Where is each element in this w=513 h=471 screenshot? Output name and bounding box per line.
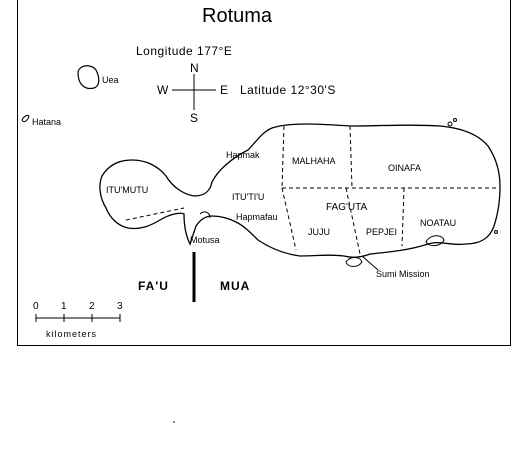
district-boundaries	[125, 125, 498, 255]
district-noatau: NOATAU	[420, 218, 457, 228]
place-hapmafau: Hapmafau	[236, 212, 278, 222]
district-itumutu: ITU'MUTU	[106, 185, 149, 195]
scale-bar	[35, 314, 121, 322]
scale-tick-2: 2	[89, 301, 95, 312]
scale-tick-1: 1	[61, 301, 67, 312]
place-sumi-mission: Sumi Mission	[376, 269, 430, 279]
hatana-islet	[21, 114, 30, 123]
region-fau: FA'U	[138, 279, 169, 293]
district-pepjei: PEPJEI	[366, 227, 398, 237]
latitude-label: Latitude 12°30'S	[240, 83, 336, 97]
district-juju: JUJU	[308, 227, 330, 237]
region-mua: MUA	[220, 279, 251, 293]
map-title: Rotuma	[202, 5, 273, 27]
district-malhaha: MALHAHA	[292, 156, 336, 166]
hatana-label: Hatana	[32, 117, 62, 127]
compass-north: N	[190, 61, 199, 75]
map-frame	[17, 0, 511, 346]
compass-west: W	[157, 83, 169, 97]
uea-label: Uea	[102, 75, 119, 85]
place-motusa: Motusa	[190, 235, 220, 245]
compass-south: S	[190, 111, 199, 125]
place-hapmak: Hapmak	[226, 150, 260, 160]
scale-unit: kilometers	[46, 329, 98, 339]
scale-tick-0: 0	[33, 301, 39, 312]
compass-east: E	[220, 83, 229, 97]
district-oinafa: OINAFA	[388, 163, 422, 173]
uea-islet	[77, 65, 100, 90]
scale-tick-3: 3	[117, 301, 123, 312]
compass-rose	[172, 74, 216, 110]
longitude-label: Longitude 177°E	[136, 44, 233, 58]
rotuma-main-island	[99, 123, 501, 258]
district-itutiu: ITU'TI'U	[232, 192, 265, 202]
district-faguta: FAG'UTA	[326, 202, 368, 213]
